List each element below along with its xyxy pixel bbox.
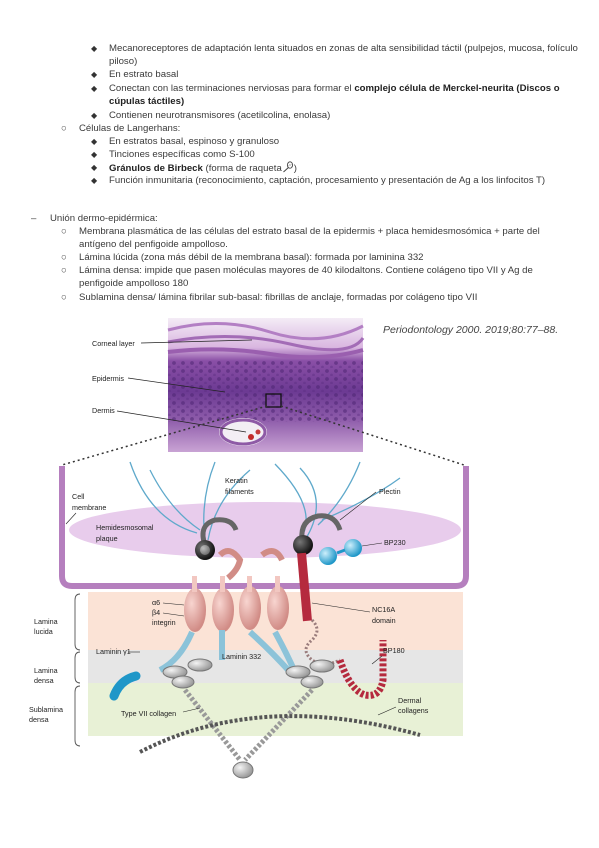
laminin-gamma1 <box>109 671 141 701</box>
dermal-collagen-fibers <box>139 714 421 754</box>
bullet-diamond: ◆ <box>91 44 98 53</box>
union-title: Unión dermo-epidérmica: <box>50 213 158 224</box>
label-sublamina: Sublamina <box>29 705 63 714</box>
type7-collagen <box>162 658 335 779</box>
bullet-diamond: ◆ <box>91 111 98 120</box>
birbeck-desc: (forma de raqueta <box>205 163 282 174</box>
label-domain: domain <box>372 616 396 625</box>
label-epidermis: Epidermis <box>92 374 124 383</box>
label-alpha6: α6 <box>152 598 160 607</box>
bp230-ball-2 <box>344 539 362 557</box>
union-item-1: Membrana plasmática de las células del e… <box>79 226 540 251</box>
merkel-item-2: En estrato basal <box>109 69 179 80</box>
merkel-complex-bold: complejo célula de Merckel-neurita (Disc… <box>109 83 560 108</box>
label-cell: Cell <box>72 492 85 501</box>
label-lucida: lucida <box>34 627 53 636</box>
integrin-a6b4 <box>184 548 289 632</box>
label-type7-collagen: Type VII collagen <box>121 709 176 718</box>
histology-image <box>167 318 365 452</box>
merkel-item-4: Contienen neurotransmisores (acetilcolin… <box>109 110 331 121</box>
label-plectin: Plectin <box>379 487 401 496</box>
plectin-ball-dark-2 <box>293 535 313 555</box>
label-membrane: membrane <box>72 503 106 512</box>
langerhans-item-1: En estratos basal, espinoso y granuloso <box>109 136 280 147</box>
label-densa: densa <box>34 676 54 685</box>
langerhans-title: Células de Langerhans: <box>79 123 181 134</box>
union-item-3: Lámina densa: impide que pasen moléculas… <box>79 265 533 290</box>
bullet-circle: ○ <box>61 123 67 134</box>
label-filaments: filaments <box>225 487 254 496</box>
bullet-diamond: ◆ <box>91 163 98 172</box>
birbeck-bold: Gránulos de Birbeck <box>109 163 203 174</box>
label-laminin-332: Laminin 332 <box>222 652 261 661</box>
bullet-diamond: ◆ <box>91 70 98 79</box>
label-integrin: integrin <box>152 618 176 627</box>
bullet-diamond: ◆ <box>91 150 98 159</box>
keratin-filaments <box>129 461 401 541</box>
label-dermal: Dermal <box>398 696 422 705</box>
birbeck-close: ) <box>293 163 297 174</box>
union-item-2: Lámina lúcida (zona más débil de la memb… <box>79 252 424 263</box>
langerhans-item-4: Función inmunitaria (reconocimiento, cap… <box>109 175 546 186</box>
label-lamina-1: Lamina <box>34 617 58 626</box>
label-collagens: collagens <box>398 706 429 715</box>
cell-membrane <box>59 466 469 589</box>
zoom-box <box>265 393 282 408</box>
hemidesmosomal-plaque <box>69 502 461 558</box>
label-bp230: BP230 <box>384 538 406 547</box>
zoom-line-left <box>61 405 268 466</box>
label-laminin-gamma1: Laminin γ1 <box>96 647 131 656</box>
label-corneal-layer: Corneal layer <box>92 339 135 348</box>
label-beta4: β4 <box>152 608 160 617</box>
bullet-diamond: ◆ <box>91 176 98 185</box>
langerhans-item-2: Tinciones específicas como S-100 <box>109 149 255 160</box>
figure-citation: Periodontology 2000. 2019;80:77–88. <box>383 324 558 336</box>
label-plaque: plaque <box>96 534 118 543</box>
merkel-item-1: Mecanoreceptores de adaptación lenta sit… <box>109 43 578 68</box>
bullet-diamond: ◆ <box>91 137 98 146</box>
label-bp180: BP180 <box>383 646 405 655</box>
bullet-circle: ○ <box>61 252 67 263</box>
label-dermis: Dermis <box>92 406 115 415</box>
label-sublamina-densa: densa <box>29 715 49 724</box>
plectin-left <box>200 517 239 546</box>
label-lamina-2: Lamina <box>34 666 58 675</box>
bullet-circle: ○ <box>61 265 67 276</box>
plectin-right <box>299 513 343 541</box>
merkel-item-3-text: Conectan con las terminaciones nerviosas… <box>109 83 352 94</box>
union-item-4: Sublamina densa/ lámina fibrilar sub-bas… <box>79 292 478 303</box>
bullet-circle: ○ <box>61 292 67 303</box>
zoom-line-right <box>280 405 465 466</box>
bp230-ball-1 <box>319 547 337 565</box>
label-keratin: Keratin <box>225 476 248 485</box>
label-hemidesmosomal: Hemidesmosomal <box>96 523 154 532</box>
bullet-dash: – <box>31 213 37 224</box>
racket-icon <box>282 161 293 173</box>
merkel-item-3: Conectan con las terminaciones nerviosas… <box>109 82 581 108</box>
bullet-diamond: ◆ <box>91 84 98 93</box>
langerhans-item-3: Gránulos de Birbeck (forma de raqueta) <box>109 161 297 175</box>
bullet-circle: ○ <box>61 226 67 237</box>
laminin-332 <box>158 629 298 675</box>
label-nc16a: NC16A <box>372 605 395 614</box>
